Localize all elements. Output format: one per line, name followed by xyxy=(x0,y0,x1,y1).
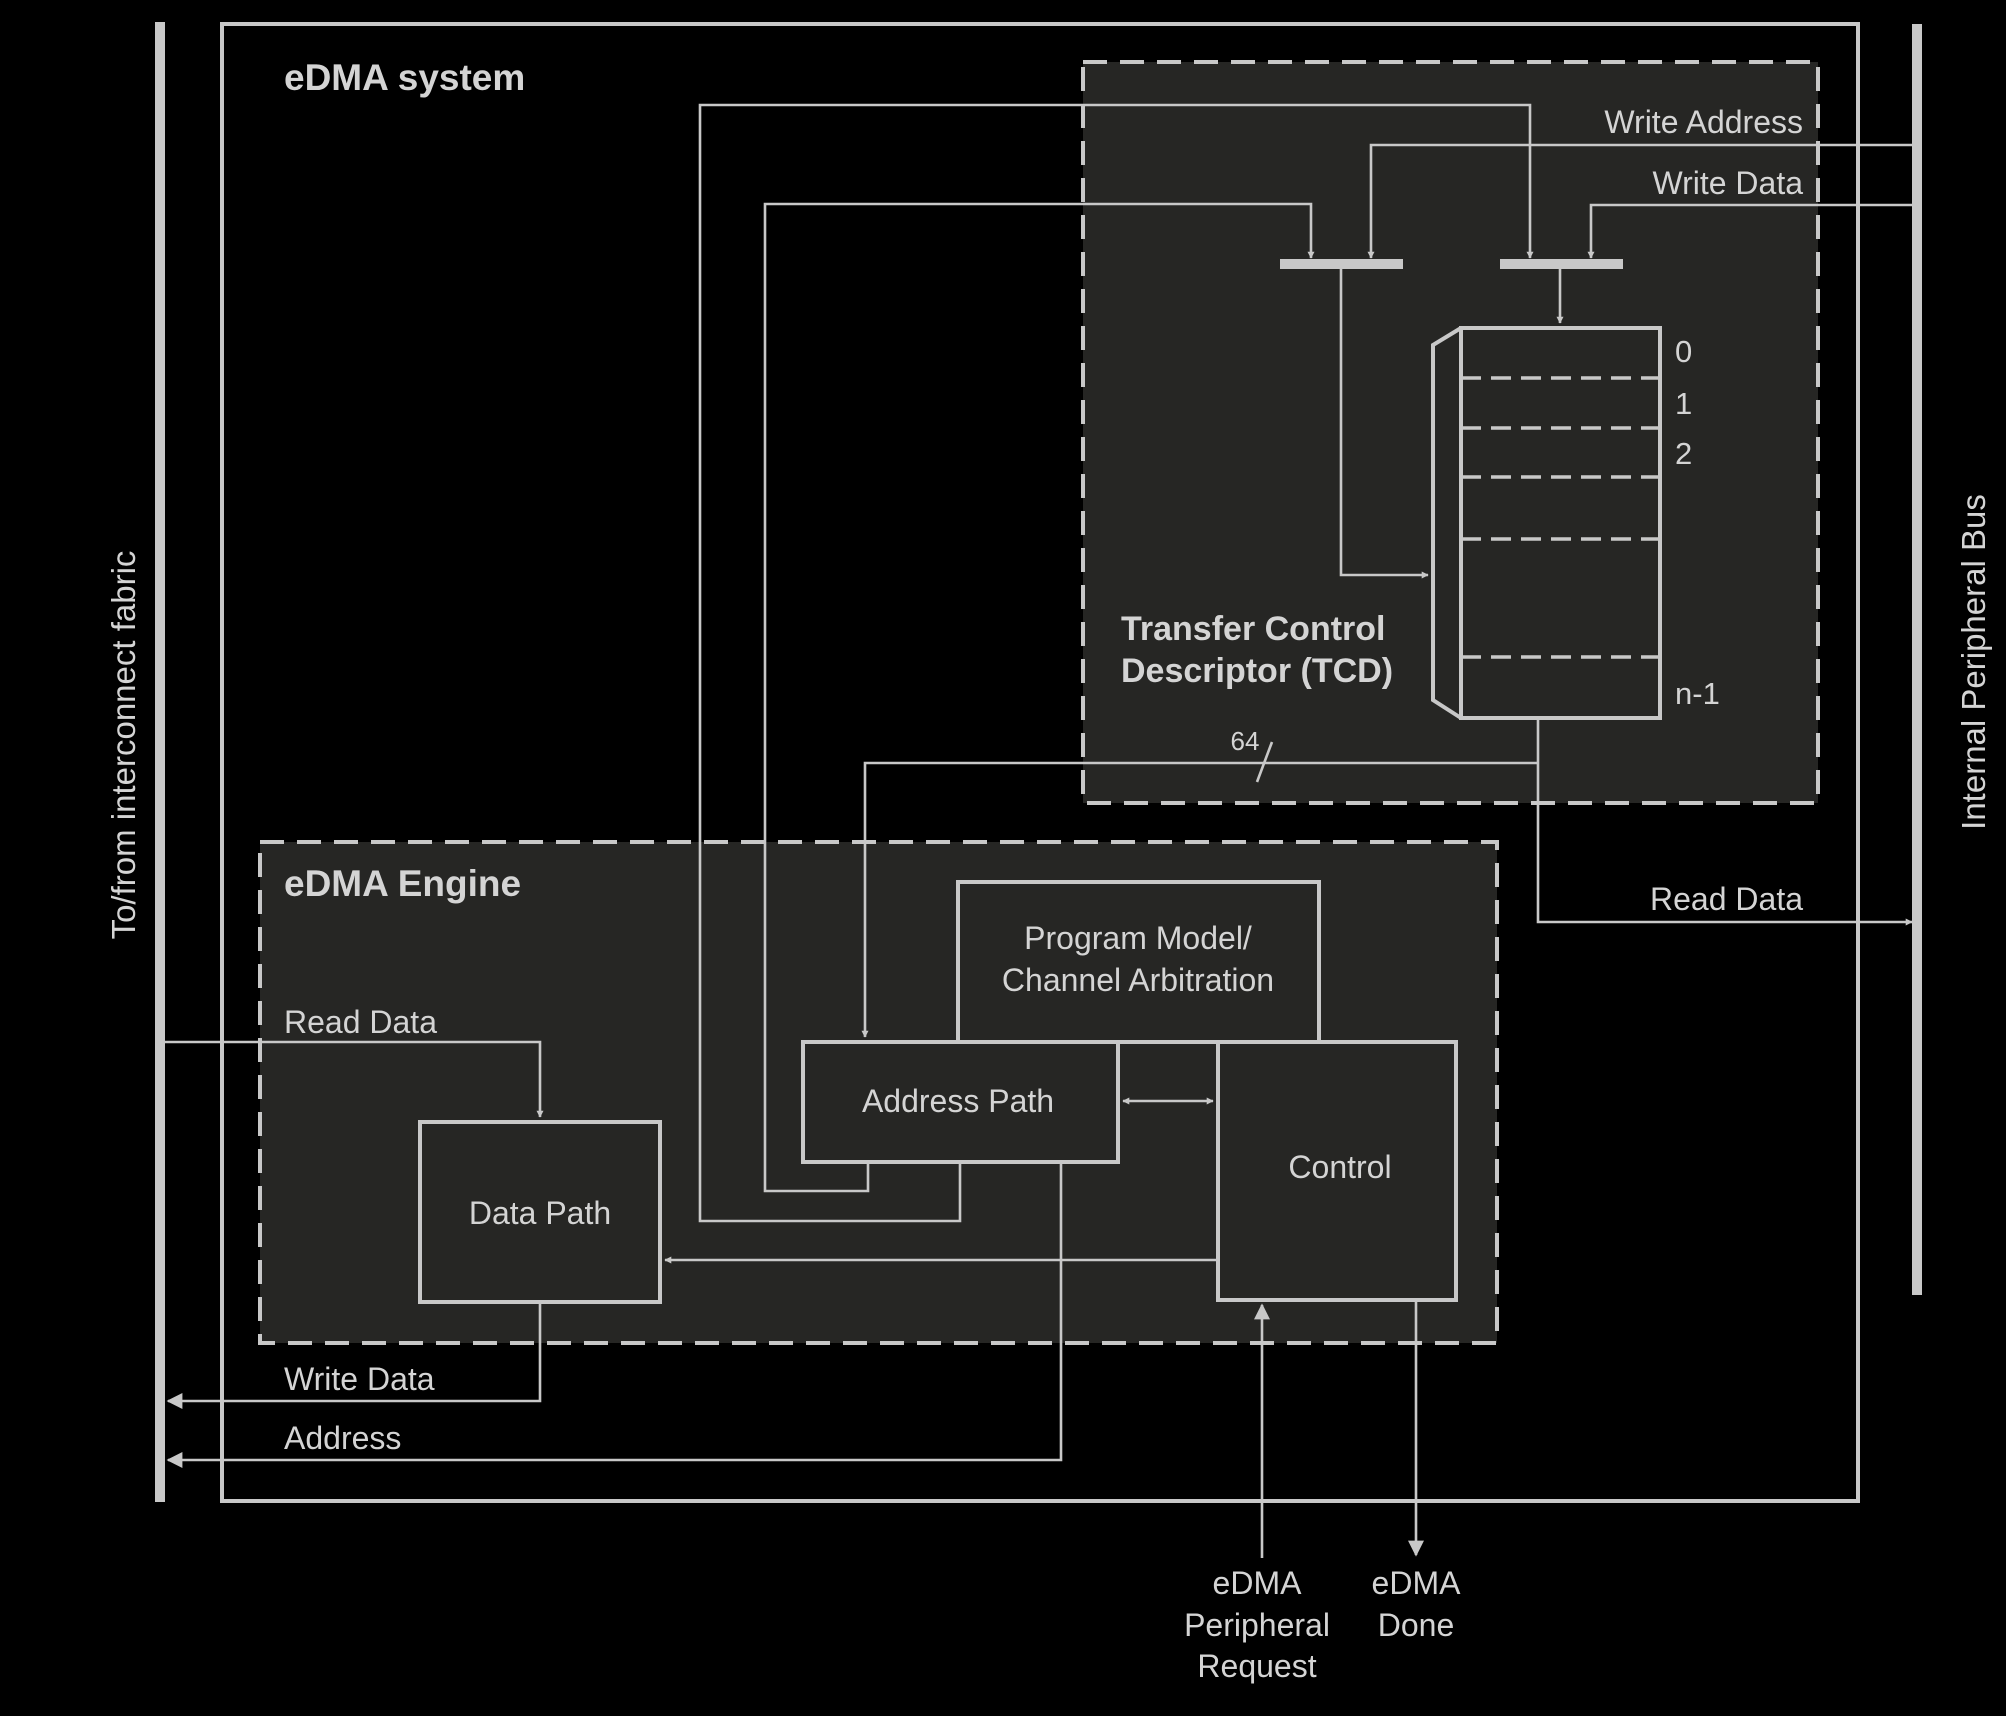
left-bus-label: To/from interconnect fabric xyxy=(105,551,142,940)
address-path-inner-loop-wire xyxy=(763,202,1315,1193)
write-data-in-label: Write Data xyxy=(1652,165,1803,201)
engine-title: eDMA Engine xyxy=(284,863,521,904)
write-address-label: Write Address xyxy=(1604,104,1803,140)
address-path-block xyxy=(801,1040,1120,1164)
bus-width-label: 64 xyxy=(1231,726,1260,756)
system-title: eDMA system xyxy=(284,57,525,98)
edma-done-label-line1: eDMA xyxy=(1372,1565,1462,1601)
address-path-outer-loop-wire xyxy=(698,103,1534,1223)
data-path-block xyxy=(418,1120,662,1304)
write-data-out-wire xyxy=(166,1302,542,1409)
peripheral-request-label-line3: Request xyxy=(1197,1648,1316,1684)
read-data-out-label: Read Data xyxy=(1650,881,1803,917)
address-out-wire xyxy=(166,1162,1063,1468)
edma-system-frame xyxy=(220,22,1860,1503)
data-path-label: Data Path xyxy=(469,1195,611,1231)
program-model-label-line2: Channel Arbitration xyxy=(1002,962,1274,998)
control-block xyxy=(1216,1040,1458,1302)
tcd-row-0-label: 0 xyxy=(1675,334,1692,369)
edma-done-label-line2: Done xyxy=(1378,1607,1455,1643)
address-out-label: Address xyxy=(284,1420,401,1456)
tcd-register-stack xyxy=(1431,326,1662,720)
tcd-row-1-label: 1 xyxy=(1675,386,1692,421)
tcd-title-line2: Descriptor (TCD) xyxy=(1121,652,1393,690)
tcd-panel xyxy=(1081,60,1820,805)
bus-width-slash xyxy=(1255,741,1274,783)
read-data-in-label: Read Data xyxy=(284,1004,437,1040)
right-bus-label: Internal Peripheral Bus xyxy=(1955,494,1992,830)
write-address-wire xyxy=(1367,143,1912,259)
mux-left-to-tcd-wire xyxy=(1339,269,1429,579)
program-model-label-line1: Program Model/ xyxy=(1024,920,1252,956)
read-data-in-wire xyxy=(165,1040,544,1118)
address-path-label: Address Path xyxy=(862,1083,1054,1119)
tcd-row-n-1-label: n-1 xyxy=(1675,676,1720,711)
write-data-out-label: Write Data xyxy=(284,1361,435,1397)
tcd-title-line1: Transfer Control xyxy=(1121,610,1385,648)
peripheral-request-label-line2: Peripheral xyxy=(1184,1607,1330,1643)
control-label: Control xyxy=(1288,1149,1391,1185)
tcd-to-address-path-wire xyxy=(861,761,1538,1038)
program-model-block xyxy=(956,880,1321,1044)
read-data-out-wire xyxy=(1536,718,1913,926)
write-data-in-wire xyxy=(1587,203,1912,259)
peripheral-request-label-line1: eDMA xyxy=(1213,1565,1303,1601)
tcd-row-2-label: 2 xyxy=(1675,436,1692,471)
